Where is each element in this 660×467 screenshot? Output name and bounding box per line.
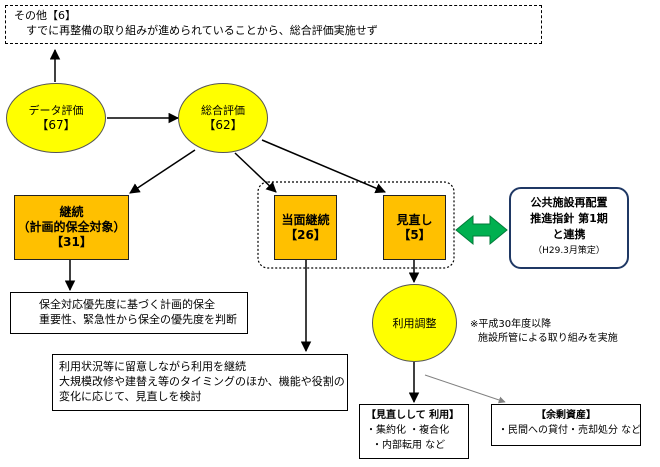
surplus-title: 【余剰資産】 bbox=[536, 410, 596, 421]
review-use-line2: ・内部転用 など bbox=[372, 440, 446, 451]
maintenance-box: 保全対応優先度に基づく計画的保全 重要性、緊急性から保全の優先度を判断 bbox=[10, 292, 248, 334]
total-eval-circle: 総合評価 【62】 bbox=[178, 83, 268, 153]
continue-title: 継続 bbox=[59, 205, 84, 219]
usage-line3: 変化に応じて、見直しを検討 bbox=[59, 390, 202, 403]
others-box: その他【6】 すでに再整備の取り組みが進められていることから、総合評価実施せず bbox=[5, 5, 542, 44]
arrow-total-to-continue bbox=[129, 149, 196, 194]
review-use-box: 【見直しして 利用】 ・集約化 ・複合化 ・内部転用 など bbox=[359, 404, 469, 459]
review-use-line1: ・集約化 ・複合化 bbox=[366, 425, 450, 436]
others-box-text: すでに再整備の取り組みが進められていることから、総合評価実施せず bbox=[26, 24, 378, 37]
review-use-title: 【見直しして 利用】 bbox=[366, 410, 460, 421]
current-continue-title: 当面継続 bbox=[281, 212, 330, 227]
maintenance-line2: 重要性、緊急性から保全の優先度を判断 bbox=[39, 313, 237, 326]
review-title: 見直し bbox=[396, 212, 433, 227]
note-text: ※平成30年度以降 施設所管による取り組みを実施 bbox=[470, 318, 618, 346]
note-line1: ※平成30年度以降 bbox=[470, 319, 552, 330]
group-dotted-border bbox=[257, 181, 455, 269]
public-facility-line1: 公共施設再配置 bbox=[530, 196, 608, 209]
usage-adjust-circle: 利用調整 bbox=[372, 284, 457, 362]
current-continue-count: 【26】 bbox=[285, 227, 326, 242]
total-eval-count: 【62】 bbox=[203, 118, 243, 132]
continue-box: 継続 （計画的保全対象） 【31】 bbox=[14, 195, 129, 260]
current-continue-box: 当面継続 【26】 bbox=[274, 195, 337, 260]
surplus-box: 【余剰資産】 ・民間への貸付・売却処分 など bbox=[491, 404, 641, 446]
data-eval-count: 【67】 bbox=[36, 118, 76, 132]
continue-subtitle: （計画的保全対象） bbox=[17, 220, 126, 234]
continue-count: 【31】 bbox=[51, 235, 92, 249]
total-eval-label: 総合評価 bbox=[201, 104, 245, 117]
review-count: 【5】 bbox=[398, 227, 431, 242]
note-line2: 施設所管による取り組みを実施 bbox=[478, 333, 618, 344]
public-facility-box: 公共施設再配置 推進指針 第1期 と連携 （H29.3月策定） bbox=[509, 187, 629, 269]
public-facility-line2: 推進指針 第1期 bbox=[530, 212, 608, 225]
green-double-arrow bbox=[455, 214, 508, 246]
review-box: 見直し 【5】 bbox=[383, 195, 446, 260]
public-facility-line4: （H29.3月策定） bbox=[533, 246, 605, 256]
arrow-adjust-to-surplus bbox=[424, 374, 506, 404]
usage-adjust-label: 利用調整 bbox=[392, 316, 437, 330]
data-eval-circle: データ評価 【67】 bbox=[6, 83, 106, 153]
data-eval-label: データ評価 bbox=[28, 104, 84, 117]
others-box-title: その他【6】 bbox=[14, 9, 76, 22]
arrow-total-to-review bbox=[261, 139, 386, 194]
usage-line2: 大規模改修や建替え等のタイミングのほか、機能や役割の bbox=[59, 375, 345, 388]
usage-box: 利用状況等に留意しながら利用を継続 大規模改修や建替え等のタイミングのほか、機能… bbox=[52, 354, 348, 411]
surplus-line1: ・民間への貸付・売却処分 など bbox=[498, 425, 642, 436]
maintenance-line1: 保全対応優先度に基づく計画的保全 bbox=[39, 298, 215, 311]
usage-line1: 利用状況等に留意しながら利用を継続 bbox=[59, 360, 246, 373]
arrow-total-to-current bbox=[234, 152, 277, 193]
public-facility-line3: と連携 bbox=[552, 228, 586, 241]
